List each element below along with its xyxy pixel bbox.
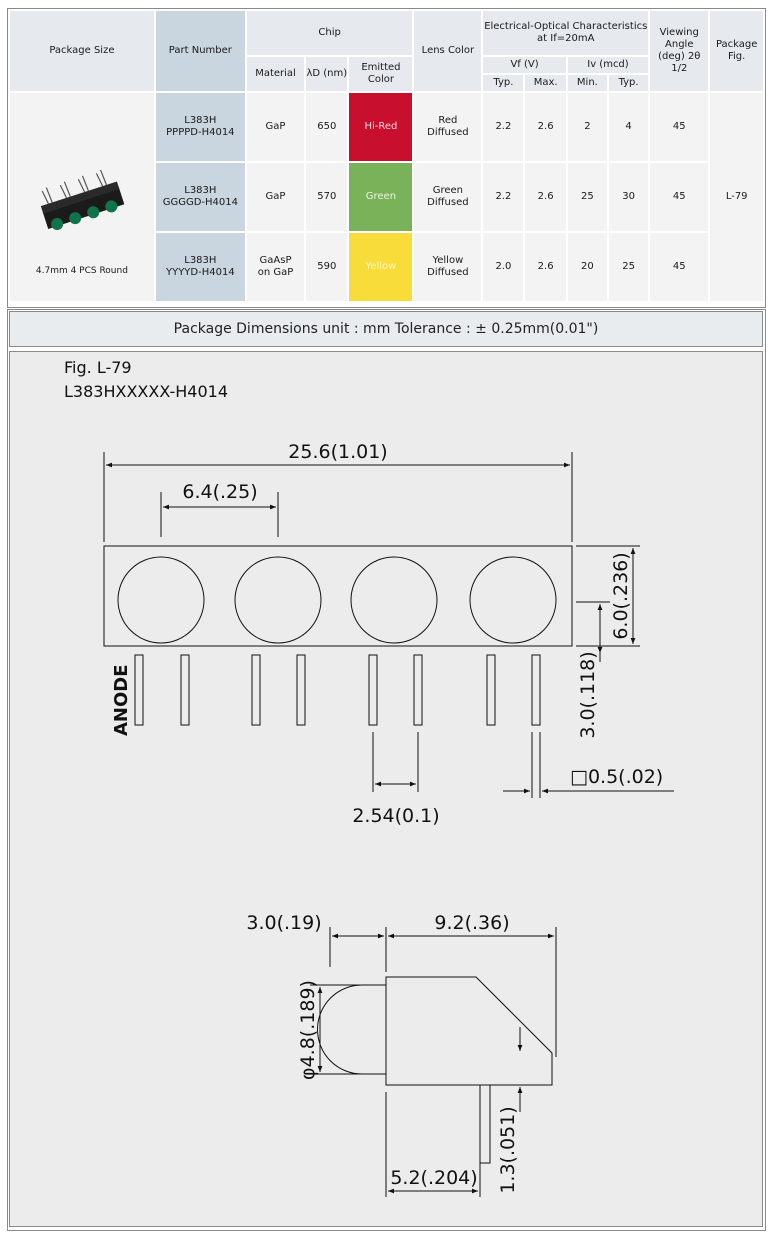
header-electro-optical: Electrical-Optical Characteristics at If… [483, 11, 649, 55]
vf-typ-cell: 2.2 [483, 93, 524, 161]
anode-label: ANODE [111, 664, 132, 736]
side-view-body [385, 976, 553, 1086]
part-line-2: GGGGD-H4014 [162, 197, 238, 208]
header-chip: Chip [246, 11, 413, 55]
vf-max-cell: 2.6 [525, 93, 566, 161]
led-array-photo [40, 169, 125, 231]
viewing-angle-cell: 45 [650, 233, 709, 301]
iv-typ-cell: 30 [608, 163, 649, 231]
iv-min-cell: 25 [567, 163, 607, 231]
lens-line-2: Diffused [427, 197, 469, 208]
emitted-color-swatch: Hi-Red [349, 93, 413, 161]
front-view-body [103, 545, 573, 647]
dim-lead-square: □0.5(.02) [570, 766, 663, 788]
front-view-leads [134, 654, 541, 726]
led-lens-3 [350, 556, 438, 644]
iv-min-cell: 2 [567, 93, 607, 161]
lens-line-1: Yellow [432, 255, 464, 266]
viewing-angle-cell: 45 [650, 163, 709, 231]
led-lens-1 [117, 556, 205, 644]
material-line-1: GaAsP [259, 255, 292, 266]
side-view-lead [479, 1084, 491, 1164]
iv-typ-cell: 4 [608, 93, 649, 161]
material-cell: GaP [246, 163, 305, 231]
viewing-angle-cell: 45 [650, 93, 709, 161]
iv-typ-cell: 25 [608, 233, 649, 301]
header-iv-min: Min. [567, 75, 607, 91]
package-dimensions-title: Package Dimensions unit : mm Tolerance :… [9, 311, 763, 347]
led-lens-4 [469, 556, 557, 644]
dim-lead-stub: 3.0(.118) [577, 651, 599, 738]
dim-body-depth: 9.2(.36) [434, 912, 509, 934]
figure-part-label: L383HXXXXX-H4014 [64, 382, 229, 401]
dim-lead-length: 1.3(.051) [497, 1106, 519, 1193]
header-vf: Vf (V) [483, 57, 566, 73]
spec-table: Package Size Part Number Chip Lens Color… [8, 9, 765, 303]
lens-line-1: Green [432, 185, 464, 196]
dim-lens-depth: 3.0(.19) [246, 912, 321, 934]
part-line-2: PPPPD-H4014 [166, 127, 235, 138]
part-line-1: L383H [184, 115, 217, 126]
lens-line-1: Red [438, 115, 458, 126]
lens-line-2: Diffused [427, 127, 469, 138]
dim-height: 6.0(.236) [610, 552, 632, 639]
package-size-label: 4.7mm 4 PCS Round [35, 266, 128, 276]
header-vf-typ: Typ. [483, 75, 524, 91]
header-vf-max: Max. [525, 75, 566, 91]
material-line-2: on GaP [257, 267, 294, 278]
header-package-size: Package Size [10, 11, 154, 91]
part-line-1: L383H [184, 185, 217, 196]
header-emitted-color: Emitted Color [349, 57, 413, 91]
emitted-color-swatch: Yellow [349, 233, 413, 301]
header-part-number: Part Number [155, 11, 245, 91]
wavelength-cell: 650 [306, 93, 348, 161]
vf-typ-cell: 2.0 [483, 233, 524, 301]
dim-total-width: 25.6(1.01) [288, 441, 387, 463]
dim-lens-diameter: φ4.8(.189) [297, 980, 319, 1080]
emitted-color-swatch: Green [349, 163, 413, 231]
header-package-fig: Package Fig. [710, 11, 763, 91]
dim-lead-offset: 5.2(.204) [390, 1167, 477, 1189]
header-wavelength: λD (nm) [306, 57, 348, 91]
dimension-drawing-panel: Fig. L-79 L383HXXXXX-H4014 [9, 351, 763, 1227]
vf-typ-cell: 2.2 [483, 163, 524, 231]
package-fig-cell: L-79 [710, 93, 763, 301]
header-viewing-angle: Viewing Angle (deg) 2θ 1/2 [650, 11, 709, 91]
vf-max-cell: 2.6 [525, 233, 566, 301]
vf-max-cell: 2.6 [525, 163, 566, 231]
side-view-lens [317, 984, 386, 1075]
material-cell: GaP [246, 93, 305, 161]
part-line-1: L383H [184, 255, 217, 266]
figure-label: Fig. L-79 [64, 358, 132, 377]
wavelength-cell: 590 [306, 233, 348, 301]
dim-lead-spacing: 2.54(0.1) [352, 805, 439, 827]
dim-pitch: 6.4(.25) [182, 481, 257, 503]
package-photo-cell: 4.7mm 4 PCS Round [10, 93, 154, 301]
iv-min-cell: 20 [567, 233, 607, 301]
side-view-body-outline [386, 977, 552, 1085]
header-material: Material [246, 57, 305, 91]
part-line-2: YYYYD-H4014 [165, 267, 235, 278]
led-lens-2 [234, 556, 322, 644]
header-iv-typ: Typ. [608, 75, 649, 91]
technical-drawing: 25.6(1.01) 6.4(.25) 6.0(.236) 3.0(.118) … [103, 441, 674, 1197]
lens-line-2: Diffused [427, 267, 469, 278]
wavelength-cell: 570 [306, 163, 348, 231]
header-lens-color: Lens Color [414, 11, 482, 91]
header-iv: Iv (mcd) [567, 57, 649, 73]
